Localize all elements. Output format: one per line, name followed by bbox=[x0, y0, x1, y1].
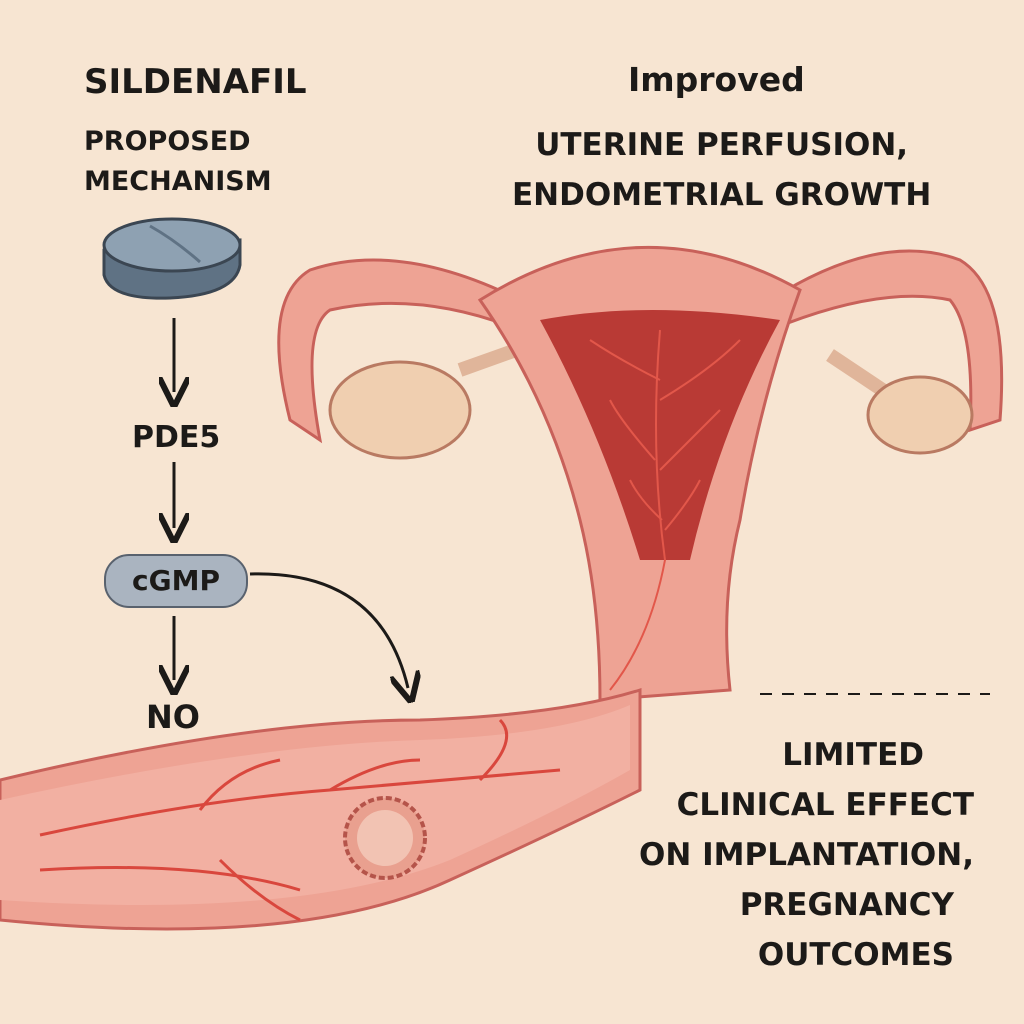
effect-text: UTERINE PERFUSION, ENDOMETRIAL GROWTH bbox=[512, 120, 931, 220]
effect-line: UTERINE PERFUSION, bbox=[535, 127, 909, 163]
limitation-line: ON IMPLANTATION, bbox=[639, 837, 974, 873]
subtitle-line: MECHANISM bbox=[84, 166, 272, 197]
pde5-label: PDE5 bbox=[132, 420, 221, 455]
effect-line: ENDOMETRIAL GROWTH bbox=[512, 177, 932, 213]
ovaries bbox=[328, 338, 974, 460]
no-label: NO bbox=[146, 698, 200, 736]
effect-heading: Improved bbox=[628, 60, 805, 99]
uterus bbox=[477, 245, 802, 702]
limitation-line: CLINICAL EFFECT bbox=[676, 787, 974, 823]
limitation-line: LIMITED bbox=[782, 737, 924, 773]
blood-vessel bbox=[0, 687, 642, 931]
pill-icon bbox=[102, 217, 242, 300]
pathway-arrows bbox=[174, 318, 408, 688]
title: SILDENAFIL bbox=[84, 62, 307, 102]
limitation-line: PREGNANCY bbox=[739, 887, 954, 923]
limitation-text: LIMITED CLINICAL EFFECT ON IMPLANTATION,… bbox=[639, 730, 974, 980]
limitation-line: OUTCOMES bbox=[757, 937, 954, 973]
subtitle: PROPOSED MECHANISM bbox=[84, 122, 272, 202]
fallopian-tubes bbox=[277, 249, 1004, 444]
cgmp-label: cGMP bbox=[104, 554, 248, 608]
subtitle-line: PROPOSED bbox=[84, 126, 251, 157]
